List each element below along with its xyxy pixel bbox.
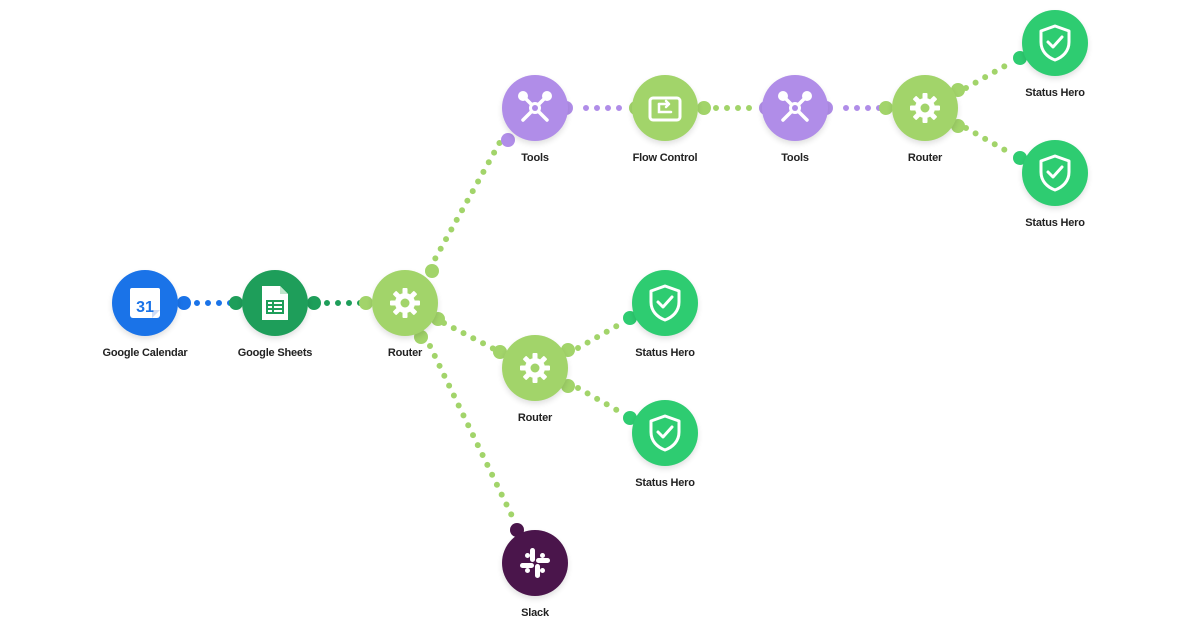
- google-sheets-module-circle[interactable]: [242, 270, 308, 336]
- connector-nub[interactable]: [501, 133, 515, 147]
- tools-module-circle[interactable]: [762, 75, 828, 141]
- connector-nub[interactable]: [697, 101, 711, 115]
- module-status-hero-4[interactable]: Status Hero: [605, 400, 725, 510]
- router-module-circle[interactable]: [372, 270, 438, 336]
- status-hero-module-circle[interactable]: [632, 270, 698, 336]
- module-label: Status Hero: [635, 347, 695, 359]
- connector-nub[interactable]: [425, 264, 439, 278]
- module-label: Status Hero: [1025, 87, 1085, 99]
- slack-icon: [517, 545, 553, 581]
- shield-check-icon: [648, 414, 682, 452]
- tools-icon: [515, 88, 555, 128]
- router-module-circle[interactable]: [502, 335, 568, 401]
- link-routermid-status4[interactable]: [575, 385, 625, 416]
- module-google-calendar[interactable]: 31 Google Calendar: [85, 270, 205, 380]
- module-label: Slack: [521, 607, 549, 619]
- module-tools-2[interactable]: Tools: [735, 75, 855, 185]
- calendar-icon: 31: [127, 285, 163, 321]
- link-router-routermid[interactable]: [441, 320, 497, 352]
- module-label: Google Calendar: [102, 347, 188, 359]
- module-status-hero-2[interactable]: Status Hero: [995, 140, 1115, 250]
- module-label: Tools: [521, 152, 549, 164]
- status-hero-module-circle[interactable]: [632, 400, 698, 466]
- module-status-hero-1[interactable]: Status Hero: [995, 10, 1115, 120]
- gear-icon: [388, 286, 422, 320]
- module-status-hero-3[interactable]: Status Hero: [605, 270, 725, 380]
- connector-nub[interactable]: [879, 101, 893, 115]
- module-google-sheets[interactable]: Google Sheets: [215, 270, 335, 380]
- slack-module-circle[interactable]: [502, 530, 568, 596]
- module-label: Flow Control: [632, 152, 698, 164]
- sheets-icon: [260, 284, 290, 322]
- module-label: Router: [517, 412, 553, 424]
- google-calendar-module-circle[interactable]: 31: [112, 270, 178, 336]
- link-router-slack[interactable]: [427, 343, 515, 519]
- module-label: Tools: [781, 152, 809, 164]
- link-router-status2[interactable]: [963, 125, 1015, 157]
- module-router-top[interactable]: Router: [865, 75, 985, 185]
- connector-nub[interactable]: [307, 296, 321, 310]
- calendar-day: 31: [136, 299, 154, 316]
- module-label: Google Sheets: [237, 347, 313, 359]
- module-label: Status Hero: [1025, 217, 1085, 229]
- module-label: Status Hero: [635, 477, 695, 489]
- link-routermid-status3[interactable]: [575, 320, 625, 351]
- module-router-main[interactable]: Router: [345, 270, 465, 380]
- shield-check-icon: [648, 284, 682, 322]
- module-label: Router: [907, 152, 943, 164]
- module-router-mid[interactable]: Router: [475, 335, 595, 445]
- gear-icon: [908, 91, 942, 125]
- tools-module-circle[interactable]: [502, 75, 568, 141]
- module-tools-1[interactable]: Tools: [475, 75, 595, 185]
- status-hero-module-circle[interactable]: [1022, 10, 1088, 76]
- shield-check-icon: [1038, 24, 1072, 62]
- shield-check-icon: [1038, 154, 1072, 192]
- repeat-icon: [647, 92, 683, 124]
- status-hero-module-circle[interactable]: [1022, 140, 1088, 206]
- flow-control-module-circle[interactable]: [632, 75, 698, 141]
- module-slack[interactable]: Slack: [475, 530, 595, 640]
- link-router-tools[interactable]: [427, 139, 503, 271]
- module-label: Router: [387, 347, 423, 359]
- connector-nub[interactable]: [177, 296, 191, 310]
- connector-nub[interactable]: [229, 296, 243, 310]
- gear-icon: [518, 351, 552, 385]
- tools-icon: [775, 88, 815, 128]
- module-flow-control[interactable]: Flow Control: [605, 75, 725, 185]
- connector-nub[interactable]: [359, 296, 373, 310]
- link-router-status1[interactable]: [963, 59, 1015, 91]
- router-module-circle[interactable]: [892, 75, 958, 141]
